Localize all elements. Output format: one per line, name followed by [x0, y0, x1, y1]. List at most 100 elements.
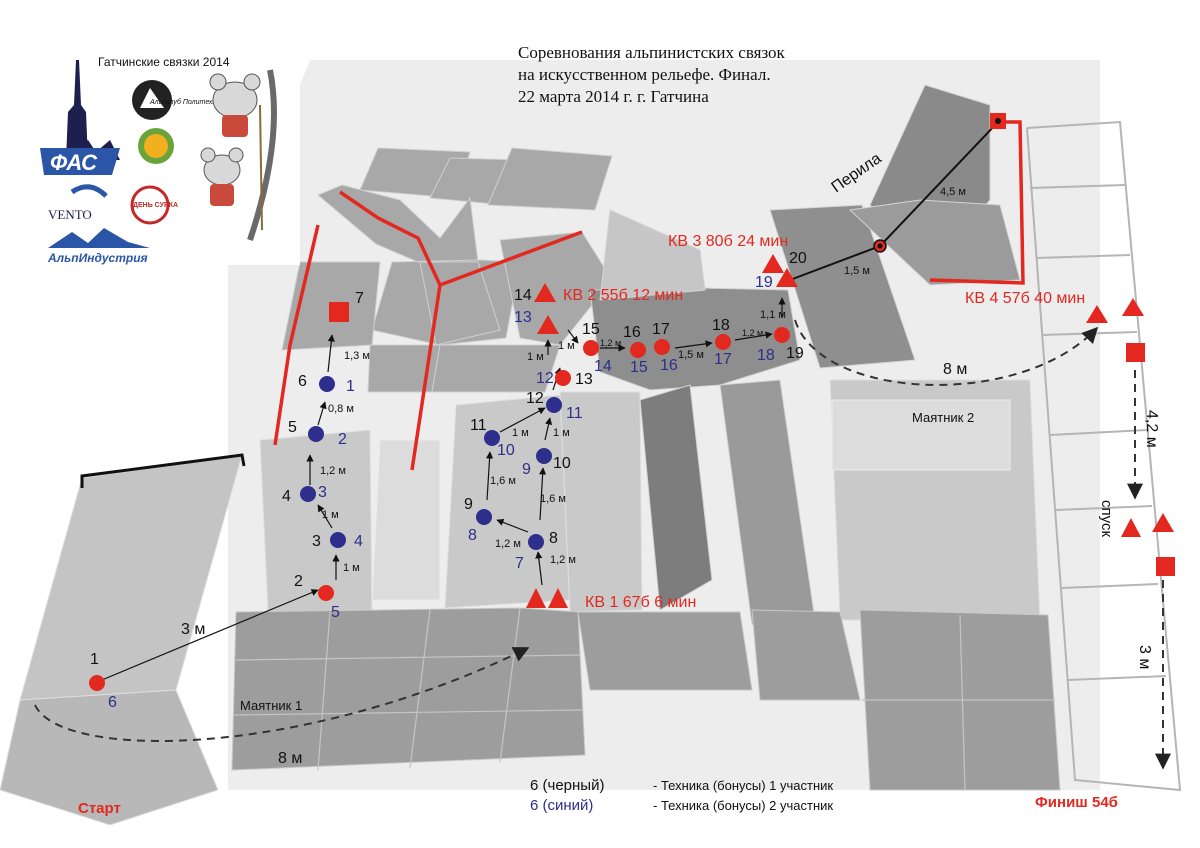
kv1-triangle-b — [548, 588, 568, 608]
pendulum-paths — [34, 319, 1171, 770]
svg-text:5: 5 — [331, 604, 340, 621]
vento-logo: VENTO — [48, 184, 108, 222]
svg-text:17: 17 — [652, 321, 670, 338]
legend: 6 (черный) - Техника (бонусы) 1 участник… — [530, 777, 833, 814]
svg-text:10: 10 — [553, 455, 571, 472]
kv2-triangle-b — [537, 315, 559, 334]
svg-text:1 м: 1 м — [553, 427, 570, 439]
svg-text:3: 3 — [312, 533, 321, 550]
svg-text:Маятник 1: Маятник 1 — [240, 698, 302, 713]
hold-numbers-blue: 1 2 3 4 5 6 7 8 9 10 11 12 13 14 15 16 1… — [108, 274, 775, 711]
svg-text:3: 3 — [318, 484, 327, 501]
alpindustria-logo: АльпИндустрия — [47, 228, 150, 265]
svg-text:1 м: 1 м — [322, 509, 339, 521]
svg-text:1,2 м: 1,2 м — [320, 465, 346, 477]
svg-text:1 м: 1 м — [558, 340, 575, 352]
svg-text:1 м: 1 м — [343, 562, 360, 574]
svg-text:КВ 3 80б 24 мин: КВ 3 80б 24 мин — [668, 233, 788, 250]
svg-text:8 м: 8 м — [278, 750, 302, 767]
svg-text:19: 19 — [786, 345, 804, 362]
svg-text:7: 7 — [355, 290, 364, 307]
hold-9 — [476, 509, 492, 525]
svg-text:КВ 4 57б 40 мин: КВ 4 57б 40 мин — [965, 290, 1085, 307]
svg-text:1,5 м: 1,5 м — [678, 349, 704, 361]
svg-text:9: 9 — [464, 496, 473, 513]
wall-bottom-blocks — [231, 607, 1061, 791]
svg-text:ДЕНЬ СУРКА: ДЕНЬ СУРКА — [133, 202, 178, 209]
svg-text:14: 14 — [514, 287, 532, 304]
svg-text:22 марта 2014 г. г. Гатчина: 22 марта 2014 г. г. Гатчина — [518, 87, 709, 106]
anchor-7 — [329, 302, 349, 322]
kv3-triangle-a — [762, 254, 784, 273]
svg-text:6: 6 — [108, 694, 117, 711]
hold-3 — [330, 532, 346, 548]
wall-bottom-grid — [233, 607, 1055, 791]
svg-text:4: 4 — [282, 488, 291, 505]
logo-area: Гатчинские связки 2014 ФАС Альпклуб Поли… — [38, 50, 300, 265]
svg-text:3 м: 3 м — [181, 621, 205, 638]
finish-ladder — [1026, 120, 1182, 792]
svg-text:10: 10 — [497, 442, 515, 459]
svg-text:5: 5 — [288, 419, 297, 436]
svg-text:2: 2 — [338, 431, 347, 448]
svg-text:АльпИндустрия: АльпИндустрия — [47, 251, 148, 265]
hold-1 — [89, 675, 105, 691]
svg-text:1,2 м: 1,2 м — [495, 538, 521, 550]
descent-triangle-b — [1152, 513, 1174, 532]
anchor-finish-top — [1126, 343, 1145, 362]
svg-text:8 м: 8 м — [943, 361, 967, 378]
kv4-triangle-b — [1122, 298, 1144, 316]
kv1-triangle-a — [526, 588, 546, 608]
label-descent: спуск — [1098, 500, 1115, 537]
svg-text:7: 7 — [515, 555, 524, 572]
start-panel — [19, 454, 243, 701]
svg-text:1: 1 — [346, 378, 355, 395]
svg-text:Гатчинские связки 2014: Гатчинские связки 2014 — [98, 55, 230, 69]
red-holds — [89, 327, 790, 691]
svg-text:18: 18 — [757, 347, 775, 364]
wall-light-panels — [371, 399, 1011, 601]
svg-text:4,5 м: 4,5 м — [940, 186, 966, 198]
svg-text:11: 11 — [470, 417, 487, 434]
hold-11 — [484, 430, 500, 446]
hold-4 — [300, 486, 316, 502]
anchor-squares — [329, 302, 1175, 576]
svg-text:15: 15 — [582, 321, 600, 338]
kv3-triangle-b — [776, 268, 798, 287]
svg-text:1,2 м: 1,2 м — [550, 554, 576, 566]
den-surka-logo: ДЕНЬ СУРКА — [130, 185, 178, 225]
svg-text:0,8 м: 0,8 м — [328, 403, 354, 415]
route-arrows — [96, 297, 786, 683]
finish-label: Финиш 54б — [1035, 794, 1118, 811]
page-title: Соревнования альпинистских связок на иск… — [518, 43, 786, 106]
hold-10 — [536, 448, 552, 464]
kv2-triangle-a — [534, 283, 556, 302]
hold-6 — [319, 376, 335, 392]
svg-text:4: 4 — [354, 533, 363, 550]
hold-15 — [583, 340, 599, 356]
descent-triangle-a — [1121, 518, 1141, 537]
svg-text:1,2 м: 1,2 м — [600, 338, 621, 348]
hold-8 — [528, 534, 544, 550]
svg-text:1: 1 — [90, 651, 99, 668]
checkpoint-triangles — [526, 254, 1174, 608]
svg-text:Альпклуб Политехник: Альпклуб Политехник — [149, 98, 224, 106]
svg-text:6 (синий): 6 (синий) — [530, 797, 593, 814]
svg-text:2: 2 — [294, 573, 303, 590]
svg-text:Маятник 2: Маятник 2 — [912, 410, 974, 425]
wall-center-blocks — [589, 84, 1021, 626]
dist-42m: 4,2 м — [1143, 410, 1160, 448]
dist-3m-right: 3 м — [1136, 645, 1153, 669]
hold-12 — [546, 397, 562, 413]
hold-2 — [318, 585, 334, 601]
svg-text:1,2 м: 1,2 м — [742, 328, 763, 338]
hold-18 — [715, 334, 731, 350]
svg-text:1 м: 1 м — [527, 351, 544, 363]
svg-text:14: 14 — [594, 358, 612, 375]
svg-text:8: 8 — [468, 527, 477, 544]
distance-labels: 1,3 м 0,8 м 1,2 м 1 м 1 м 1,2 м 1,2 м 1,… — [320, 186, 966, 574]
hold-13 — [555, 370, 571, 386]
svg-text:КВ 1 67б 6 мин: КВ 1 67б 6 мин — [585, 594, 696, 611]
